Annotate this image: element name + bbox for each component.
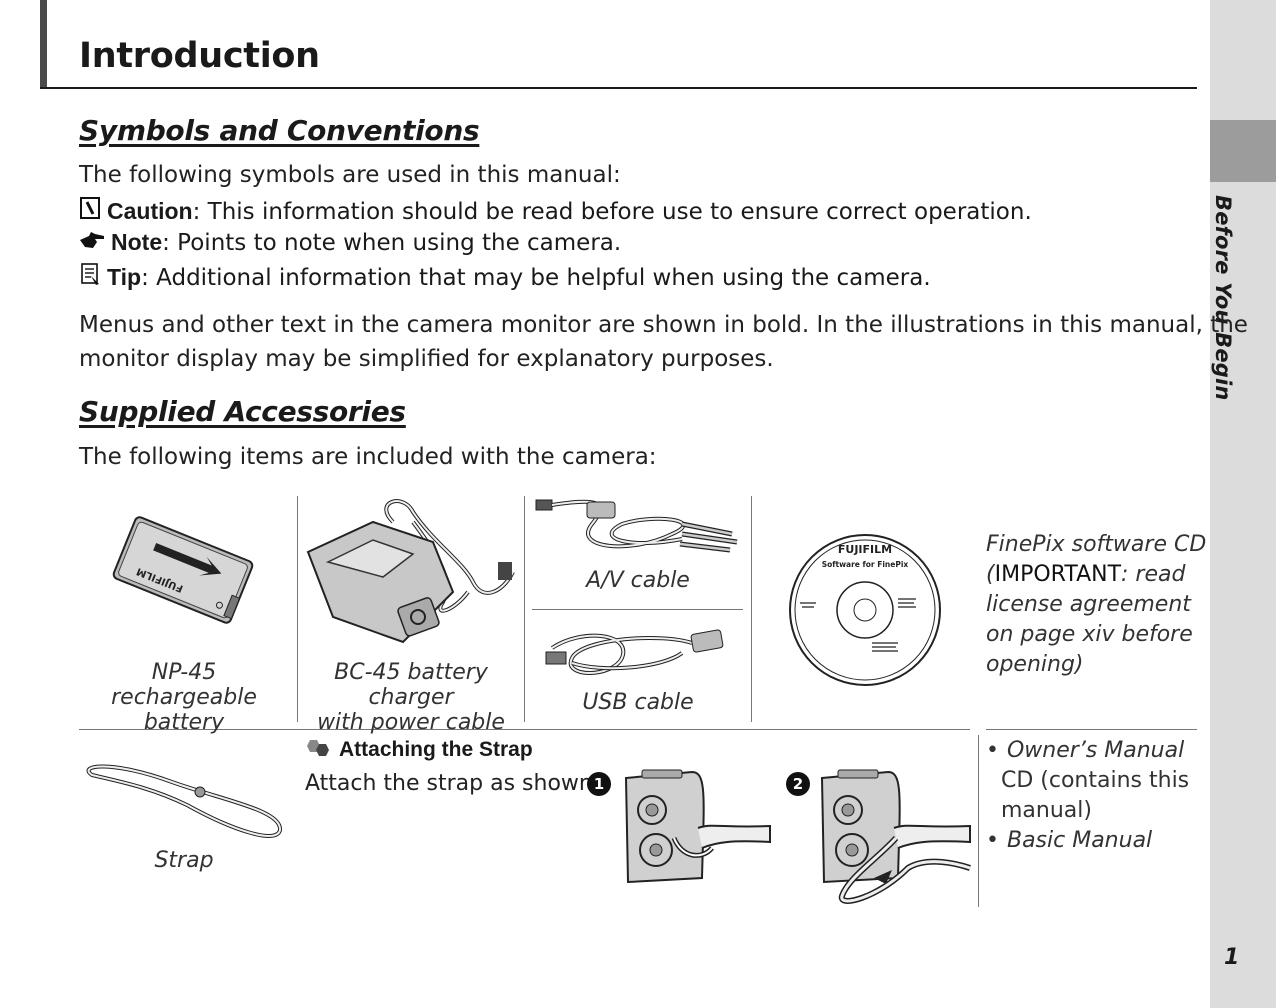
- monitor-paragraph-line1: Menus and other text in the camera monit…: [79, 312, 1248, 338]
- grid-divider: [986, 729, 1197, 730]
- tip-line: Tip: Additional information that may be …: [79, 262, 931, 292]
- hint-hexagons-icon: [305, 738, 333, 762]
- battery-caption: NP-45 rechargeable battery: [111, 660, 257, 735]
- side-tab-label: Before You Begin: [1211, 195, 1235, 401]
- grid-divider: [978, 735, 979, 907]
- software-cd-illustration: FUJIFILM Software for FinePix: [788, 533, 942, 691]
- note-label: Note: [111, 229, 163, 255]
- grid-divider: [79, 729, 970, 730]
- step-1-marker: 1: [587, 772, 611, 796]
- battery-illustration: FUJIFILM: [108, 515, 258, 629]
- side-tab-marker: [1210, 120, 1276, 182]
- symbols-intro: The following symbols are used in this m…: [79, 162, 621, 188]
- header-left-bar: [40, 0, 47, 88]
- strap-step-1-illustration: [622, 768, 774, 890]
- grid-divider: [532, 609, 743, 610]
- step-2-marker: 2: [786, 772, 810, 796]
- note-text: : Points to note when using the camera.: [162, 230, 622, 256]
- caution-text: : This information should be read before…: [192, 198, 1032, 225]
- strap-caption: Strap: [154, 848, 214, 873]
- attach-strap-text: Attach the strap as shown.: [305, 771, 600, 796]
- symbols-heading: Symbols and Conventions: [79, 114, 480, 147]
- accessories-intro: The following items are included with th…: [79, 444, 657, 470]
- grid-divider: [751, 496, 752, 722]
- strap-illustration: [82, 760, 287, 844]
- cd-brand: FUJIFILM: [838, 543, 892, 556]
- header-rule: [40, 87, 1197, 89]
- attach-strap-heading: Attaching the Strap: [339, 738, 533, 761]
- attach-strap-heading-row: Attaching the Strap: [305, 738, 533, 762]
- grid-divider: [297, 496, 298, 722]
- software-cd-caption: FinePix software CD (IMPORTANT: read lic…: [986, 532, 1207, 677]
- note-line: Note: Points to note when using the came…: [79, 229, 621, 256]
- basic-manual-item: •Basic Manual: [986, 828, 1153, 853]
- tip-text: : Additional information that may be hel…: [141, 264, 931, 291]
- caution-label: Caution: [107, 197, 193, 224]
- page-title: Introduction: [79, 36, 320, 76]
- caution-line: Caution: This information should be read…: [79, 196, 1032, 226]
- important-label: IMPORTANT: [994, 562, 1122, 587]
- caution-icon: [79, 196, 101, 226]
- pointing-hand-icon: [79, 230, 105, 256]
- grid-divider: [524, 496, 525, 722]
- charger-illustration: [303, 492, 521, 656]
- tip-label: Tip: [107, 263, 142, 290]
- usb-cable-illustration: [542, 618, 732, 690]
- av-cable-illustration: [532, 494, 742, 560]
- monitor-paragraph-line2: monitor display may be simplified for ex…: [79, 346, 774, 372]
- page-number: 1: [1224, 945, 1240, 970]
- owners-manual-item: •Owner’s Manual CD (contains this manual…: [986, 738, 1190, 823]
- cd-subtitle: Software for FinePix: [822, 560, 909, 569]
- av-cable-caption: A/V cable: [586, 568, 690, 593]
- tip-icon: [79, 262, 101, 292]
- charger-caption: BC-45 battery charger with power cable: [317, 660, 505, 735]
- accessories-heading: Supplied Accessories: [79, 395, 406, 428]
- strap-step-2-illustration: [818, 768, 974, 914]
- usb-cable-caption: USB cable: [582, 690, 694, 715]
